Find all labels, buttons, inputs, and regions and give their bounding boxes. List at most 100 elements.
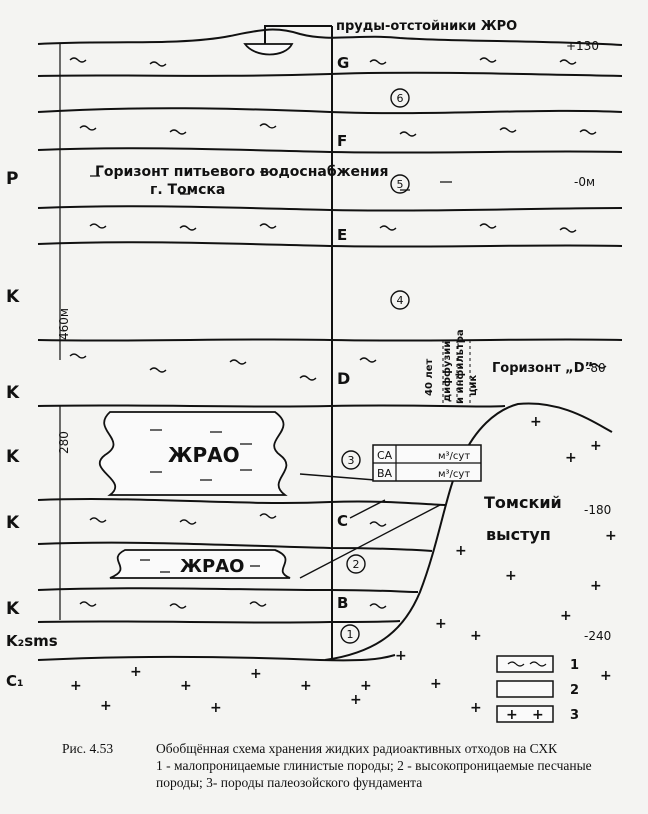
legend-1: 1 bbox=[570, 658, 579, 673]
elevation-bottom: -240 bbox=[584, 629, 611, 643]
waste-lenses bbox=[98, 43, 294, 579]
svg-text:+: + bbox=[250, 666, 262, 682]
zhrao-upper-label: ЖРАО bbox=[168, 443, 240, 467]
seepage-arrow-1 bbox=[299, 473, 376, 481]
boundary-e bbox=[37, 241, 623, 248]
zhrao-lower-lens bbox=[109, 549, 291, 579]
layer-3: 3 bbox=[348, 454, 355, 467]
svg-text:+: + bbox=[360, 678, 372, 694]
caption-line2: 1 - малопроницаемые глинистые породы; 2 … bbox=[156, 758, 592, 773]
tomsk-ledge-line2: выступ bbox=[486, 525, 551, 544]
svg-text:+: + bbox=[395, 648, 407, 664]
diffusion-label: диффузии bbox=[441, 341, 453, 402]
legend: + + 1 2 3 bbox=[496, 655, 579, 723]
pond-pointer bbox=[264, 25, 332, 44]
horizon-f: F bbox=[337, 132, 347, 150]
age-k4: K bbox=[6, 513, 20, 533]
svg-text:+: + bbox=[600, 668, 612, 684]
horizon-d-label: Горизонт „D” bbox=[492, 361, 593, 376]
svg-text:+: + bbox=[130, 664, 142, 680]
svg-text:+: + bbox=[300, 678, 312, 694]
age-c1: C₁ bbox=[6, 672, 24, 690]
boundary-d bbox=[37, 404, 506, 408]
age-k2: K bbox=[6, 383, 20, 403]
svg-text:+: + bbox=[70, 678, 82, 694]
horizon-g: G bbox=[337, 54, 349, 72]
layer-2: 2 bbox=[353, 558, 360, 571]
zhrao-upper-lens bbox=[98, 411, 288, 496]
ground-surface bbox=[37, 28, 623, 46]
svg-text:+: + bbox=[565, 450, 577, 466]
elevation-horizon-d: -80 bbox=[586, 361, 606, 375]
caption-title: Обобщённая схема хранения жидких радиоак… bbox=[156, 741, 558, 756]
svg-text:+: + bbox=[470, 700, 482, 716]
svg-text:+: + bbox=[530, 414, 542, 430]
table-row2-name: ВА bbox=[377, 467, 393, 480]
svg-text:+: + bbox=[455, 543, 467, 559]
legend-2: 2 bbox=[570, 683, 579, 698]
age-k2sms: K₂sms bbox=[6, 632, 58, 650]
layer-4: 4 bbox=[397, 294, 404, 307]
schematic-diagram: +++++ +++++ +++++ +++++ +++ пруды-отстой… bbox=[6, 19, 623, 723]
thickness-lower: 280 bbox=[57, 431, 71, 454]
boundary-g bbox=[37, 71, 623, 77]
basement-crosses: +++++ +++++ +++++ +++++ +++ bbox=[70, 414, 617, 716]
aquifer-label-line2: г. Томска bbox=[150, 182, 225, 198]
basement-top bbox=[37, 654, 396, 662]
age-k3: K bbox=[6, 447, 20, 467]
boundary-e-top bbox=[37, 205, 623, 212]
svg-text:+: + bbox=[605, 528, 617, 544]
clay-hatching bbox=[69, 57, 607, 609]
age-p: P bbox=[6, 169, 18, 189]
boundary-c-top bbox=[37, 498, 446, 506]
figure-number: Рис. 4.53 bbox=[62, 741, 114, 756]
table-row1-name: СА bbox=[377, 449, 393, 462]
boundary-c bbox=[37, 541, 433, 552]
aquifer-label-line1: Горизонт питьевого водоснабжения bbox=[95, 164, 389, 180]
layer-6: 6 bbox=[397, 92, 404, 105]
boundary-b bbox=[37, 620, 401, 624]
infiltration-suffix: цик bbox=[468, 375, 479, 396]
thickness-upper: 460м bbox=[57, 308, 71, 340]
svg-text:+: + bbox=[100, 698, 112, 714]
svg-text:+: + bbox=[435, 616, 447, 632]
elevation-tomsk: -180 bbox=[584, 503, 611, 517]
seepage-arrow-2 bbox=[299, 499, 441, 579]
svg-text:+: + bbox=[560, 608, 572, 624]
elevation-top: +130 bbox=[566, 39, 599, 53]
svg-text:+: + bbox=[430, 676, 442, 692]
tomsk-ledge-line1: Томский bbox=[484, 493, 562, 512]
discharge-table: СА м³/сут ВА м³/сут bbox=[372, 444, 482, 482]
svg-text:+: + bbox=[470, 628, 482, 644]
table-row2-unit: м³/сут bbox=[438, 469, 470, 480]
layer-1: 1 bbox=[347, 628, 354, 641]
elevation-zero: -0м bbox=[574, 175, 595, 189]
boundary-f bbox=[37, 147, 623, 154]
svg-text:+: + bbox=[590, 438, 602, 454]
caption-line3: породы; 3- породы палеозойского фундамен… bbox=[156, 775, 423, 790]
svg-text:+: + bbox=[180, 678, 192, 694]
pond bbox=[243, 43, 294, 56]
svg-text:+: + bbox=[532, 707, 544, 723]
boundary-f-top bbox=[37, 107, 623, 115]
age-k1: K bbox=[6, 287, 20, 307]
layer-number-circles bbox=[340, 88, 410, 644]
diffusion-years: 40 лет bbox=[424, 358, 435, 396]
svg-text:+: + bbox=[506, 707, 518, 723]
top-label: пруды-отстойники ЖРО bbox=[336, 19, 517, 34]
layer-5: 5 bbox=[397, 178, 404, 191]
boundary-d-top bbox=[37, 338, 623, 342]
horizon-d: D bbox=[337, 369, 350, 388]
svg-text:+: + bbox=[350, 692, 362, 708]
svg-text:+: + bbox=[505, 568, 517, 584]
legend-3: 3 bbox=[570, 708, 579, 723]
infiltration-label: и инфильтра bbox=[454, 329, 466, 404]
horizon-e: E bbox=[337, 226, 347, 244]
horizon-b: B bbox=[337, 594, 348, 612]
svg-text:+: + bbox=[590, 578, 602, 594]
horizon-c: C bbox=[337, 512, 348, 530]
age-k5: K bbox=[6, 599, 20, 619]
figure-caption: Рис. 4.53 Обобщённая схема хранения жидки… bbox=[62, 740, 642, 791]
zhrao-lower-label: ЖРАО bbox=[180, 556, 244, 577]
